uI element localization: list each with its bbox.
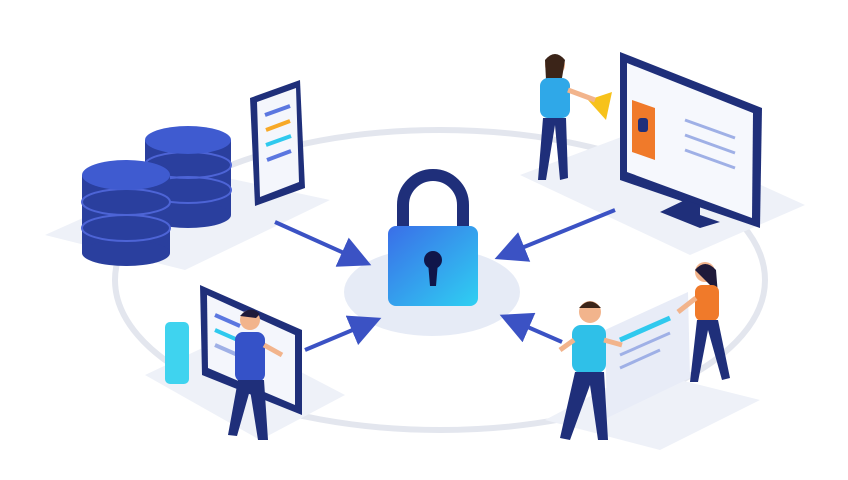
- person-icon: [538, 54, 596, 180]
- monitor-icon: [620, 52, 762, 228]
- person-icon: [228, 309, 284, 440]
- padlock-icon: [388, 169, 478, 306]
- arrow-icon: [304, 315, 382, 352]
- whiteboard: [605, 292, 690, 418]
- smartphone-icon: [250, 80, 305, 206]
- connection-ring: [112, 127, 768, 433]
- arrow-icon: [494, 208, 616, 262]
- person-icon: [676, 262, 730, 382]
- cyan-tile: [165, 322, 189, 384]
- arrow-icon: [274, 220, 372, 267]
- database-icon: [81, 160, 171, 266]
- person-icon: [558, 301, 623, 440]
- arrow-icon: [499, 312, 563, 344]
